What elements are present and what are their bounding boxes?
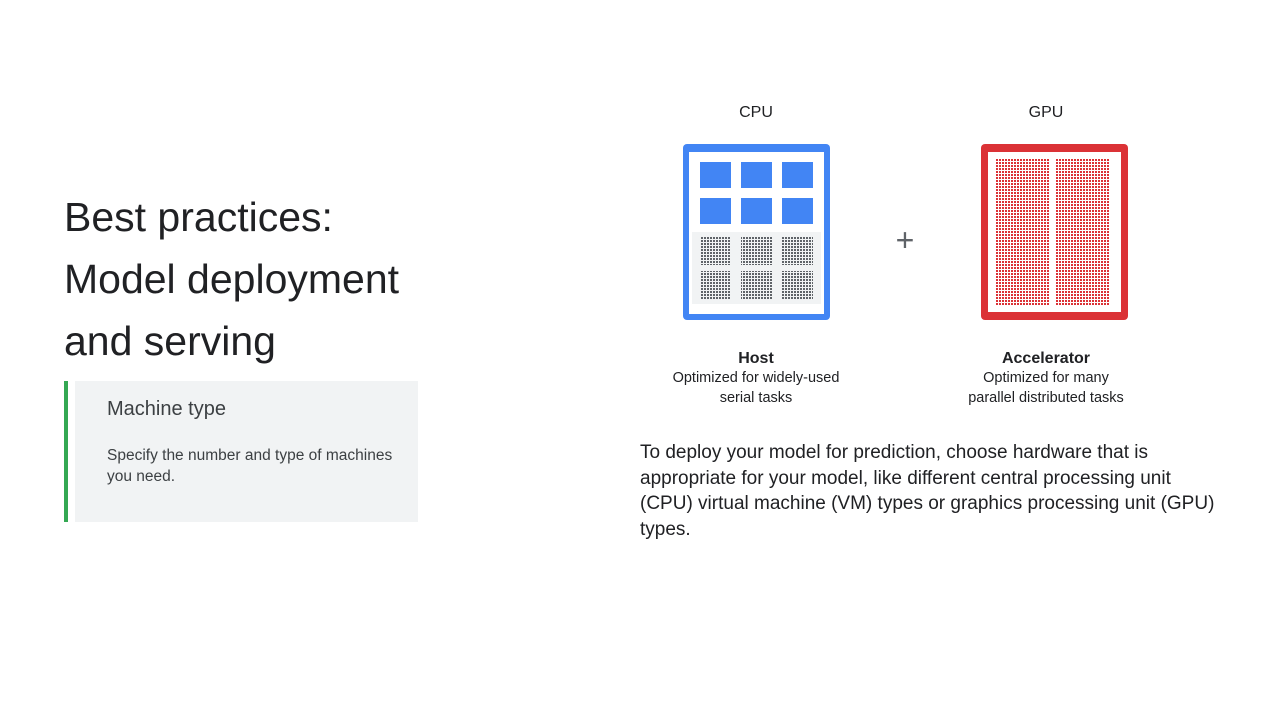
cpu-caption: Host Optimized for widely-used serial ta… [636, 349, 876, 408]
card-accent-bar [64, 381, 68, 522]
gpu-caption: Accelerator Optimized for many parallel … [926, 349, 1166, 408]
title-line-2: Model deployment [64, 256, 400, 302]
card-accent-gap [68, 381, 75, 522]
gpu-description-line-2: parallel distributed tasks [968, 389, 1124, 406]
gpu-label: GPU [1028, 104, 1064, 121]
body-text: To deploy your model for prediction, cho… [640, 442, 1215, 540]
cpu-label: CPU [739, 104, 773, 121]
cpu-name: Host [738, 350, 774, 367]
card-description: Specify the number and type of machines … [107, 447, 393, 485]
machine-type-card: Machine type Specify the number and type… [64, 381, 418, 522]
cpu-chip-icon [683, 144, 830, 320]
gpu-description-line-1: Optimized for many [983, 370, 1109, 386]
page-title: Best practices: Model deployment and ser… [64, 186, 584, 372]
card-title: Machine type [107, 398, 226, 420]
cpu-description-line-1: Optimized for widely-used [672, 370, 840, 386]
gpu-chip-icon [981, 144, 1128, 320]
gpu-name: Accelerator [1001, 350, 1091, 367]
title-line-1: Best practices: [64, 194, 333, 240]
title-line-3: and serving [64, 318, 276, 364]
cpu-description-line-2: serial tasks [719, 389, 793, 406]
plus-sign: + [895, 222, 915, 258]
